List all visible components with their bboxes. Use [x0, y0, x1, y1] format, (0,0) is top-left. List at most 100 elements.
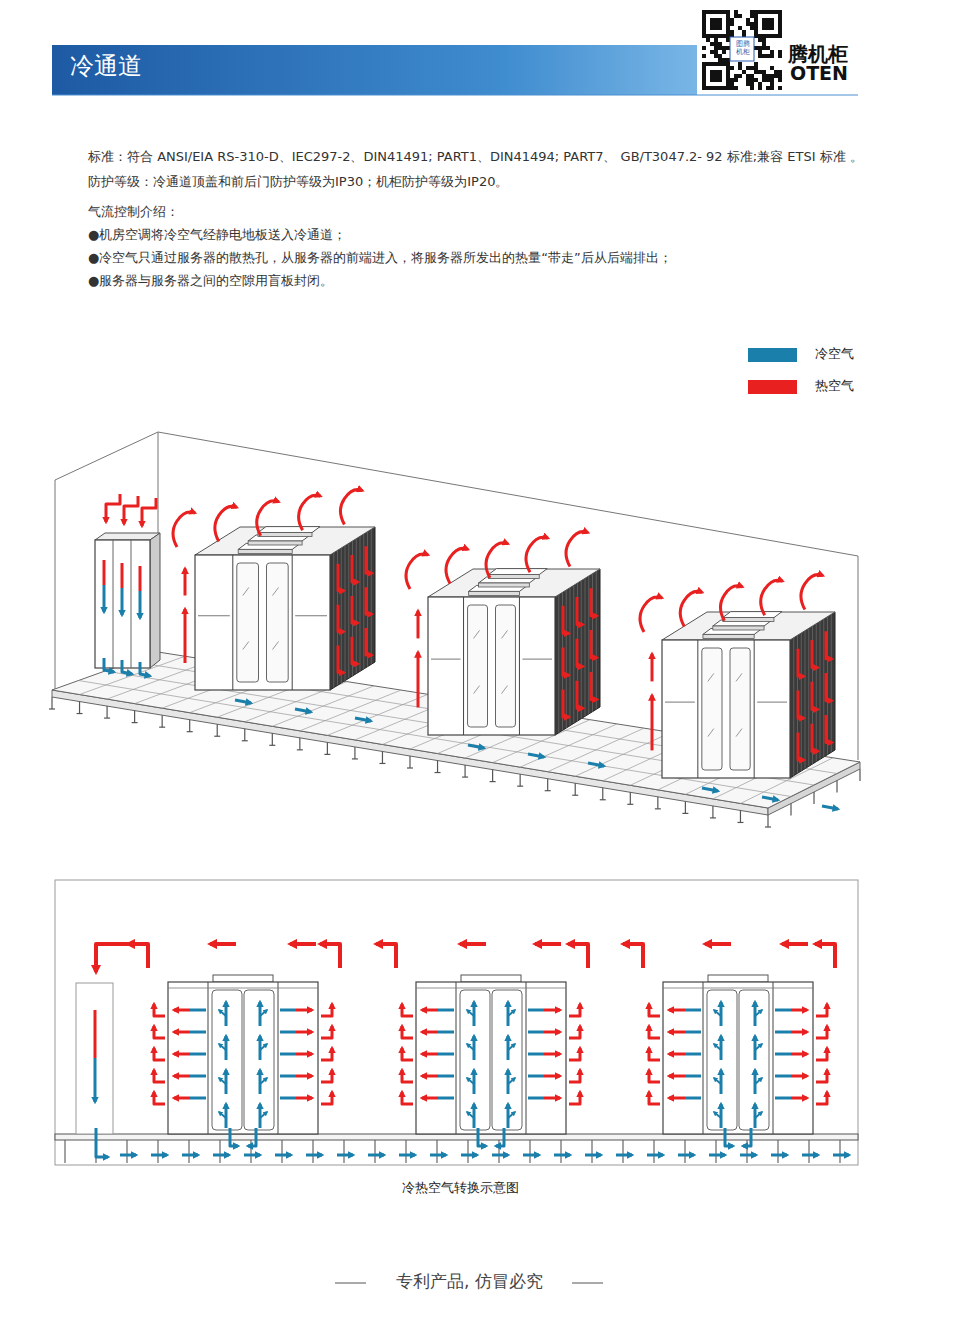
spec-line: 防护等级：冷通道顶盖和前后门防护等级为IP30；机柜防护等级为IP20。 — [88, 174, 508, 190]
cold-air-arrow — [762, 797, 778, 800]
qr-module — [734, 14, 738, 18]
cold-air-arrow — [492, 1154, 508, 1157]
mesh-line — [348, 543, 349, 678]
qr-finder — [710, 18, 722, 30]
hot-air-arrow — [649, 1092, 660, 1104]
floor-leg — [435, 772, 441, 773]
cold-air-arrow — [94, 1058, 97, 1102]
floor-leg — [839, 1140, 840, 1163]
qr-module — [726, 46, 730, 50]
mesh-line — [581, 581, 582, 719]
qr-module — [738, 26, 742, 30]
qr-logo — [730, 37, 754, 61]
cold-air-arrow — [260, 1044, 267, 1050]
mesh-line — [333, 553, 334, 688]
legend-text: 冷空气 — [815, 346, 854, 362]
cabinet-divider — [754, 640, 755, 778]
qr-module — [766, 86, 770, 90]
floor-leg — [281, 1140, 282, 1163]
floor-leg — [767, 815, 768, 827]
qr-code — [700, 8, 784, 90]
cabinet-divider — [292, 555, 293, 690]
qr-module — [750, 10, 754, 14]
glass-door — [212, 990, 242, 1130]
floor-leg — [104, 717, 110, 718]
floor-leg — [627, 804, 633, 805]
cold-air-arrow — [337, 1154, 353, 1157]
cold-air-arrow — [467, 1010, 474, 1016]
floor-leg — [462, 776, 468, 777]
hot-air-arrow — [422, 1031, 438, 1034]
cabinet-divider — [697, 640, 698, 778]
qr-logo-text: 图腾 机柜 — [733, 40, 753, 57]
hot-air-arrow — [320, 944, 340, 968]
hot-air-arrow — [402, 1070, 413, 1082]
qr-module — [714, 54, 718, 58]
qr-module — [770, 78, 774, 82]
floor-leg — [374, 1140, 375, 1163]
floor-leg — [106, 706, 107, 718]
aisle-roof-cap — [488, 575, 539, 579]
cold-air-line — [685, 1075, 701, 1078]
cabinet-front — [662, 640, 790, 778]
floor-leg — [269, 745, 275, 746]
legend-text: 热空气 — [815, 378, 854, 394]
cold-air-arrow — [219, 1112, 226, 1118]
qr-module — [746, 66, 750, 70]
glass-door — [702, 648, 722, 770]
cabinet-divider — [526, 982, 527, 1134]
hot-air-arrow — [422, 1075, 438, 1078]
qr-module — [766, 78, 770, 82]
hot-air-arrow — [544, 1075, 560, 1078]
hot-air-arrow — [340, 490, 362, 525]
hot-air-arrow — [826, 673, 832, 701]
hot-air-arrow — [568, 944, 588, 968]
glass-door — [244, 990, 274, 1130]
qr-module — [758, 54, 762, 58]
floor-leg — [490, 781, 496, 782]
qr-module — [746, 22, 750, 26]
mesh-line — [596, 571, 597, 709]
hot-air-arrow — [791, 1009, 807, 1012]
hot-air-arrow — [296, 1053, 312, 1056]
qr-module — [710, 42, 714, 46]
cold-air-line — [438, 1053, 454, 1056]
cold-air-arrow — [508, 1078, 515, 1084]
hot-air-arrow — [154, 1092, 165, 1104]
cabinet-group-3d — [406, 532, 604, 766]
floor-leg — [712, 806, 713, 818]
qr-module — [730, 18, 734, 22]
cold-air-arrow — [714, 1078, 721, 1084]
floor-leg — [132, 722, 138, 723]
qr-module — [750, 74, 754, 78]
qr-module — [714, 42, 718, 46]
qr-module — [726, 38, 730, 42]
hot-air-arrow — [791, 1031, 807, 1034]
cold-air-line — [528, 1009, 544, 1012]
cold-air-arrow — [244, 1154, 260, 1157]
aisle-roof-cap — [713, 626, 764, 630]
cabinet-top — [662, 612, 835, 640]
cold-air-line — [775, 1009, 791, 1012]
mesh-line — [356, 539, 357, 674]
floor-leg — [162, 715, 163, 727]
hot-air-arrow — [526, 537, 548, 572]
qr-module — [758, 50, 762, 54]
hot-air-arrow — [154, 1070, 165, 1082]
cold-air-line — [190, 1075, 206, 1078]
aisle-roof-cap — [469, 591, 520, 595]
hot-air-arrow — [669, 1097, 685, 1100]
floor-leg — [813, 792, 814, 804]
qr-module — [778, 70, 782, 74]
qr-module — [750, 82, 754, 86]
cold-air-arrow — [235, 700, 251, 703]
cabinet-group — [623, 944, 835, 1146]
cold-air-arrow — [468, 745, 484, 748]
cold-air-arrow — [496, 1128, 504, 1146]
qr-module — [750, 86, 754, 90]
hot-air-arrow — [569, 1048, 580, 1060]
glass-reflection — [708, 673, 714, 681]
hot-air-arrow — [446, 548, 468, 583]
mesh-line — [801, 633, 802, 771]
